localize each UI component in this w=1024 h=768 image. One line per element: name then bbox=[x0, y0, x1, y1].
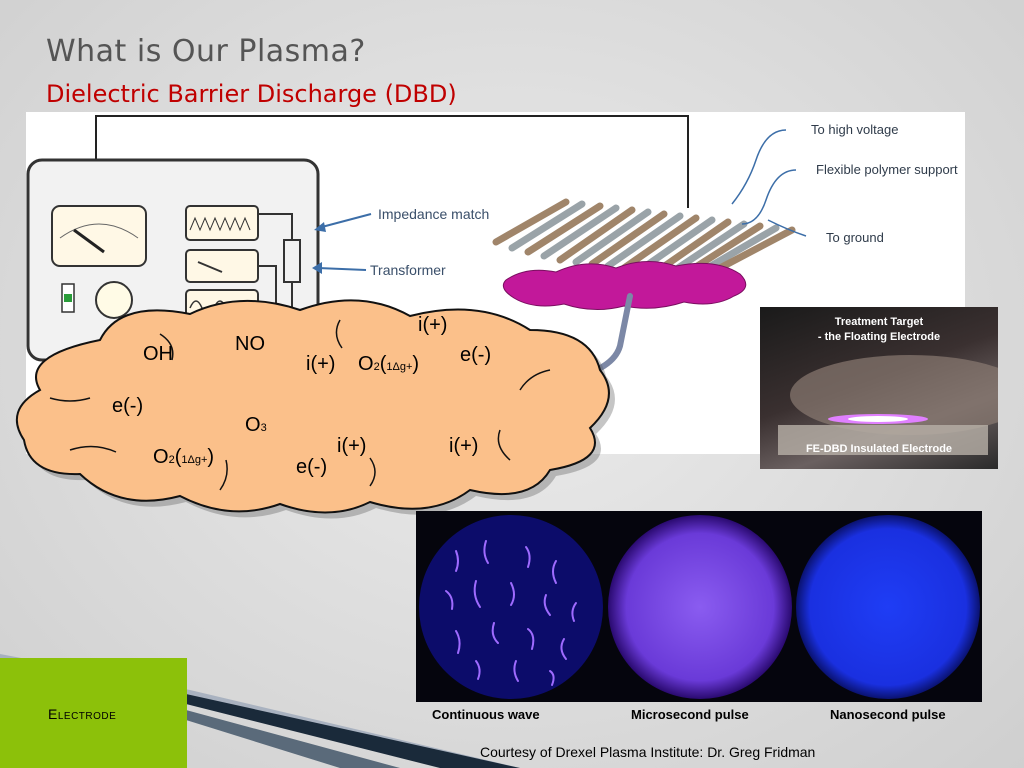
caption-nanosecond-pulse: Nanosecond pulse bbox=[830, 707, 946, 722]
species-subscript: 3 bbox=[260, 422, 267, 434]
species-ion: i(+) bbox=[306, 353, 336, 375]
species-ion: i(+) bbox=[418, 314, 448, 336]
continuous-wave-discharge bbox=[419, 515, 603, 699]
plasma-image-nanosecond-pulse bbox=[794, 511, 982, 702]
label-transformer: Transformer bbox=[370, 262, 446, 278]
photo-caption-top: Treatment Target - the Floating Electrod… bbox=[817, 316, 941, 343]
microsecond-pulse-discharge bbox=[608, 515, 792, 699]
species-subscript: 2 bbox=[168, 454, 175, 466]
slide-title: What is Our Plasma? bbox=[46, 34, 366, 69]
species-oh: OH bbox=[143, 343, 173, 365]
plasma-image-continuous-wave bbox=[416, 511, 606, 702]
photo-caption-bottom: FE-DBD Insulated Electrode bbox=[805, 443, 953, 455]
species-electron: e(-) bbox=[112, 395, 144, 417]
label-to-ground: To ground bbox=[826, 230, 884, 245]
slide-subtitle: Dielectric Barrier Discharge (DBD) bbox=[46, 80, 457, 108]
species-formula: O bbox=[358, 353, 374, 375]
species-formula: O bbox=[245, 414, 261, 436]
species-electron: e(-) bbox=[460, 344, 492, 366]
species-subscript: 2 bbox=[373, 361, 380, 373]
courtesy-credit: Courtesy of Drexel Plasma Institute: Dr.… bbox=[480, 744, 816, 760]
species-state: 1Δg+ bbox=[181, 454, 208, 466]
label-polymer-support: Flexible polymer support bbox=[816, 162, 958, 177]
species-ozone: O3 bbox=[245, 414, 267, 437]
species-no: NO bbox=[235, 333, 265, 355]
label-impedance-match: Impedance match bbox=[378, 206, 490, 222]
treatment-target-image bbox=[778, 355, 998, 455]
label-high-voltage: To high voltage bbox=[811, 122, 899, 137]
caption-microsecond-pulse: Microsecond pulse bbox=[631, 707, 749, 722]
treatment-target-photo: Treatment Target - the Floating Electrod… bbox=[760, 307, 998, 469]
electrode-box bbox=[0, 658, 187, 768]
caption-continuous-wave: Continuous wave bbox=[432, 707, 540, 722]
nanosecond-pulse-discharge bbox=[796, 515, 980, 699]
species-singlet-oxygen: O2(1Δg+) bbox=[358, 353, 420, 375]
species-singlet-oxygen: O2(1Δg+) bbox=[153, 446, 215, 468]
electrode-label: Electrode bbox=[48, 706, 117, 722]
species-ion: i(+) bbox=[337, 435, 367, 457]
species-state: 1Δg+ bbox=[386, 361, 413, 373]
species-electron: e(-) bbox=[296, 456, 328, 478]
species-cloud-shape bbox=[15, 299, 615, 519]
species-formula: O bbox=[153, 446, 169, 468]
species-ion: i(+) bbox=[449, 435, 479, 457]
plasma-image-microsecond-pulse bbox=[606, 511, 794, 702]
